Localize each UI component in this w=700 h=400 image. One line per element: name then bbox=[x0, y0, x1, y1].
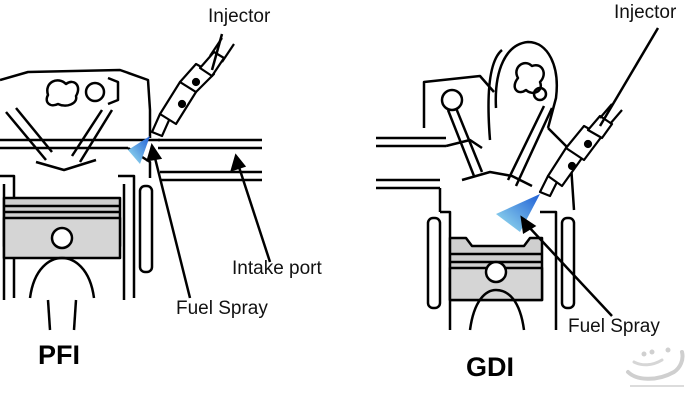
pfi-cylinder-right-wall bbox=[118, 174, 136, 298]
pfi-spray-leader bbox=[152, 153, 192, 299]
gdi-head-outline bbox=[422, 74, 495, 128]
gdi-spray-leader bbox=[527, 225, 613, 317]
pfi-callouts bbox=[146, 33, 272, 299]
gdi-cylinder-left-wall bbox=[440, 210, 452, 330]
pfi-camshaft bbox=[45, 79, 80, 107]
gdi-injector-label: Injector bbox=[614, 2, 677, 23]
pfi-water-jacket bbox=[138, 184, 154, 274]
pfi-con-rod bbox=[28, 256, 96, 299]
gdi-fuel-spray-label: Fuel Spray bbox=[568, 316, 660, 337]
gdi-fuel-spray bbox=[496, 194, 540, 232]
pfi-intake-port-label: Intake port bbox=[232, 258, 322, 279]
pfi-title: PFI bbox=[38, 340, 81, 370]
pfi-rocker bbox=[107, 76, 120, 106]
gdi-valve-left-stem bbox=[446, 109, 476, 177]
pfi-valve-right-stem bbox=[78, 109, 114, 163]
gdi-injector bbox=[538, 103, 623, 198]
gdi-callouts bbox=[520, 27, 660, 317]
pfi-head-outline bbox=[0, 68, 152, 138]
pfi-fuel-spray-label: Fuel Spray bbox=[176, 298, 268, 319]
gdi-con-rod bbox=[468, 288, 526, 331]
pfi-rocker-pivot bbox=[84, 81, 106, 103]
pfi-injector bbox=[150, 37, 235, 138]
pfi-valve-left-stem bbox=[5, 111, 47, 161]
gdi-water-jacket-left bbox=[426, 216, 442, 310]
pfi-injector-leader bbox=[210, 33, 224, 71]
watermark-logo bbox=[626, 347, 685, 387]
gdi-cylinder-right-wall bbox=[540, 210, 558, 330]
gdi-valve-right-stem bbox=[514, 107, 554, 187]
gdi-wrist-pin bbox=[484, 260, 508, 284]
gdi-engine-drawing bbox=[376, 40, 576, 331]
pfi-valve-heads bbox=[35, 158, 97, 172]
pfi-fuel-spray bbox=[128, 136, 150, 164]
pfi-engine-drawing bbox=[0, 68, 262, 331]
gdi-injector-leader bbox=[598, 27, 660, 127]
gdi-title: GDI bbox=[466, 352, 515, 382]
gdi-rocker-pivot bbox=[440, 88, 464, 112]
pfi-injector-label: Injector bbox=[208, 6, 271, 27]
gdi-camshaft bbox=[513, 61, 545, 94]
pfi-wrist-pin bbox=[50, 226, 74, 250]
pfi-intake-leader bbox=[236, 163, 272, 263]
gdi-cam-housing bbox=[494, 40, 559, 129]
gdi-combustion-roof bbox=[461, 170, 533, 188]
